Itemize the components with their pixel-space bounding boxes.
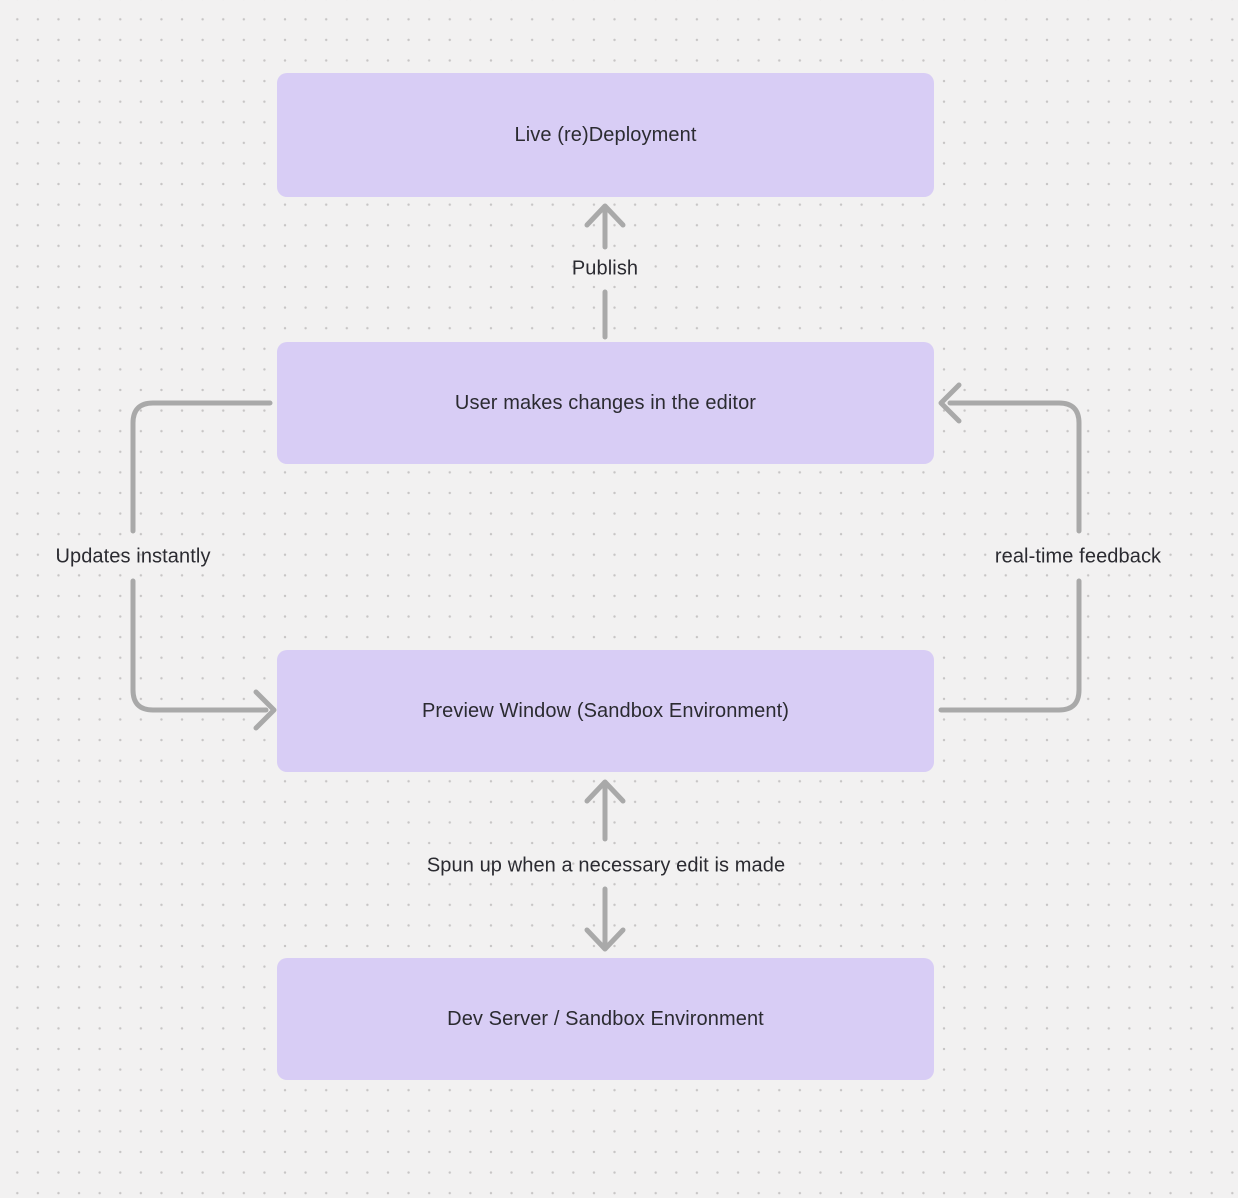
edge-label-publish: Publish [571,257,639,280]
node-dev-server: Dev Server / Sandbox Environment [277,958,934,1080]
arrowhead-right-icon [253,689,277,731]
edge-label-updates-instantly: Updates instantly [55,545,211,568]
node-live-redeployment: Live (re)Deployment [277,73,934,197]
arrowhead-up-icon [584,203,626,228]
edge-label-spun-up: Spun up when a necessary edit is made [426,854,786,877]
arrowhead-left-icon [938,382,962,424]
node-label: Dev Server / Sandbox Environment [447,1007,764,1030]
arrowhead-down-icon [584,927,626,952]
node-label: Preview Window (Sandbox Environment) [421,699,790,722]
edge-label-real-time-feedback: real-time feedback [994,545,1162,568]
arrowhead-up-icon [584,779,626,804]
node-preview-window: Preview Window (Sandbox Environment) [277,650,934,772]
node-editor: User makes changes in the editor [277,342,934,464]
node-label: Live (re)Deployment [514,123,697,146]
node-label: User makes changes in the editor [454,391,757,414]
